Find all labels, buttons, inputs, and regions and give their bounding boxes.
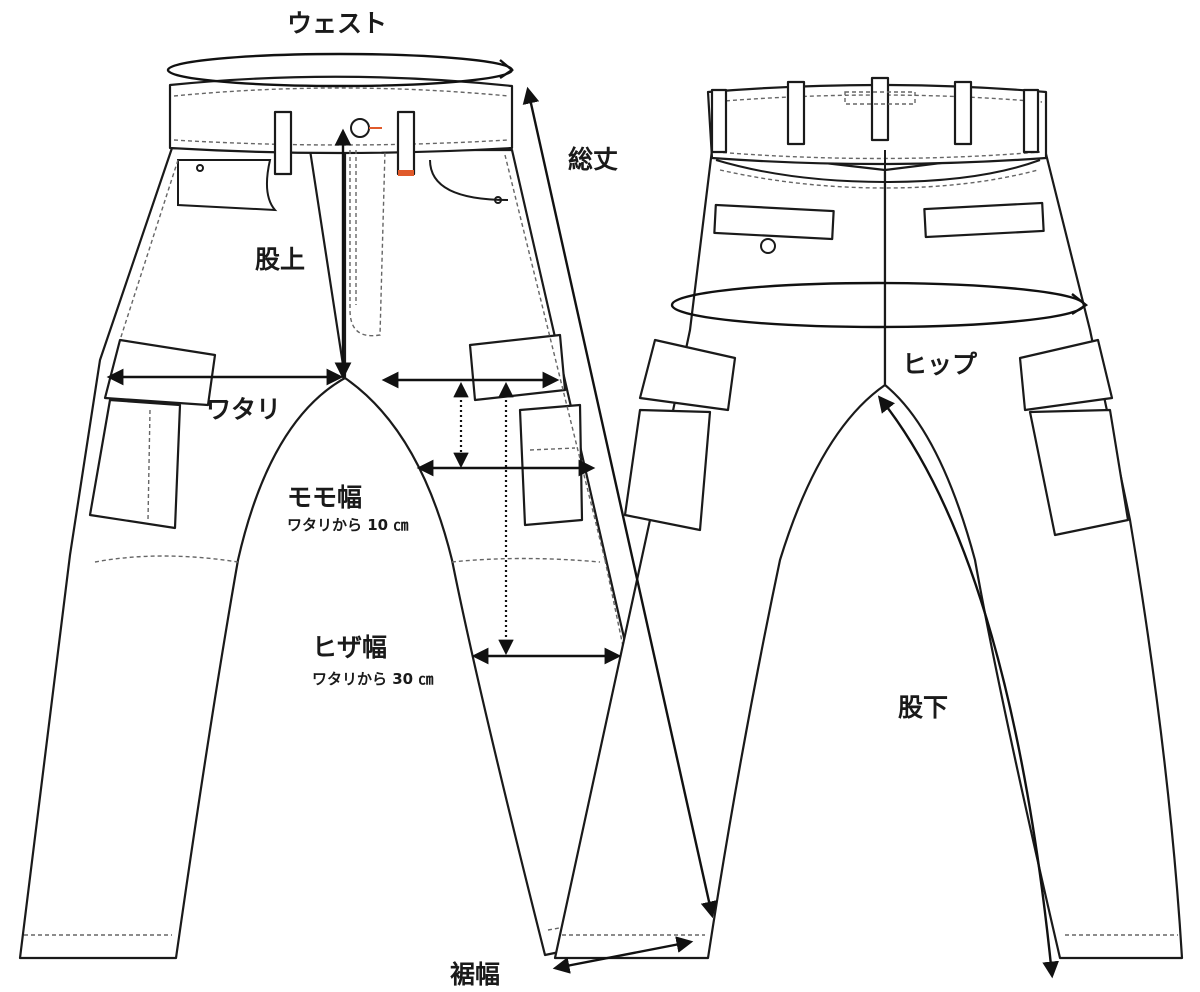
label-thigh-note: ワタリから 10 ㎝ xyxy=(287,516,409,534)
label-knee: ヒザ幅 xyxy=(312,633,388,662)
label-inseam: 股下 xyxy=(898,693,949,722)
label-hip: ヒップ xyxy=(902,350,978,379)
label-rise: 股上 xyxy=(255,245,306,274)
back-pocket-right xyxy=(923,201,1045,239)
total-length-arrow xyxy=(522,86,718,919)
inseam-arrow xyxy=(877,395,1060,979)
right-cargo-flap xyxy=(468,333,567,402)
back-view xyxy=(553,76,1184,960)
hem-arrow xyxy=(552,936,694,974)
right-cargo-pocket xyxy=(518,403,584,527)
belt-loop xyxy=(396,110,416,176)
label-thigh: モモ幅 xyxy=(287,483,363,512)
label-total-length: 総丈 xyxy=(568,145,619,174)
front-waistband xyxy=(168,75,514,155)
label-knee-note: ワタリから 30 ㎝ xyxy=(312,670,434,688)
label-hem: 裾幅 xyxy=(450,960,501,989)
back-pocket-left xyxy=(713,203,835,241)
label-watari: ワタリ xyxy=(206,395,282,424)
front-left-leg xyxy=(18,146,347,960)
left-cargo-pocket xyxy=(88,398,182,530)
belt-loop xyxy=(273,110,293,176)
label-waist: ウェスト xyxy=(287,9,388,38)
